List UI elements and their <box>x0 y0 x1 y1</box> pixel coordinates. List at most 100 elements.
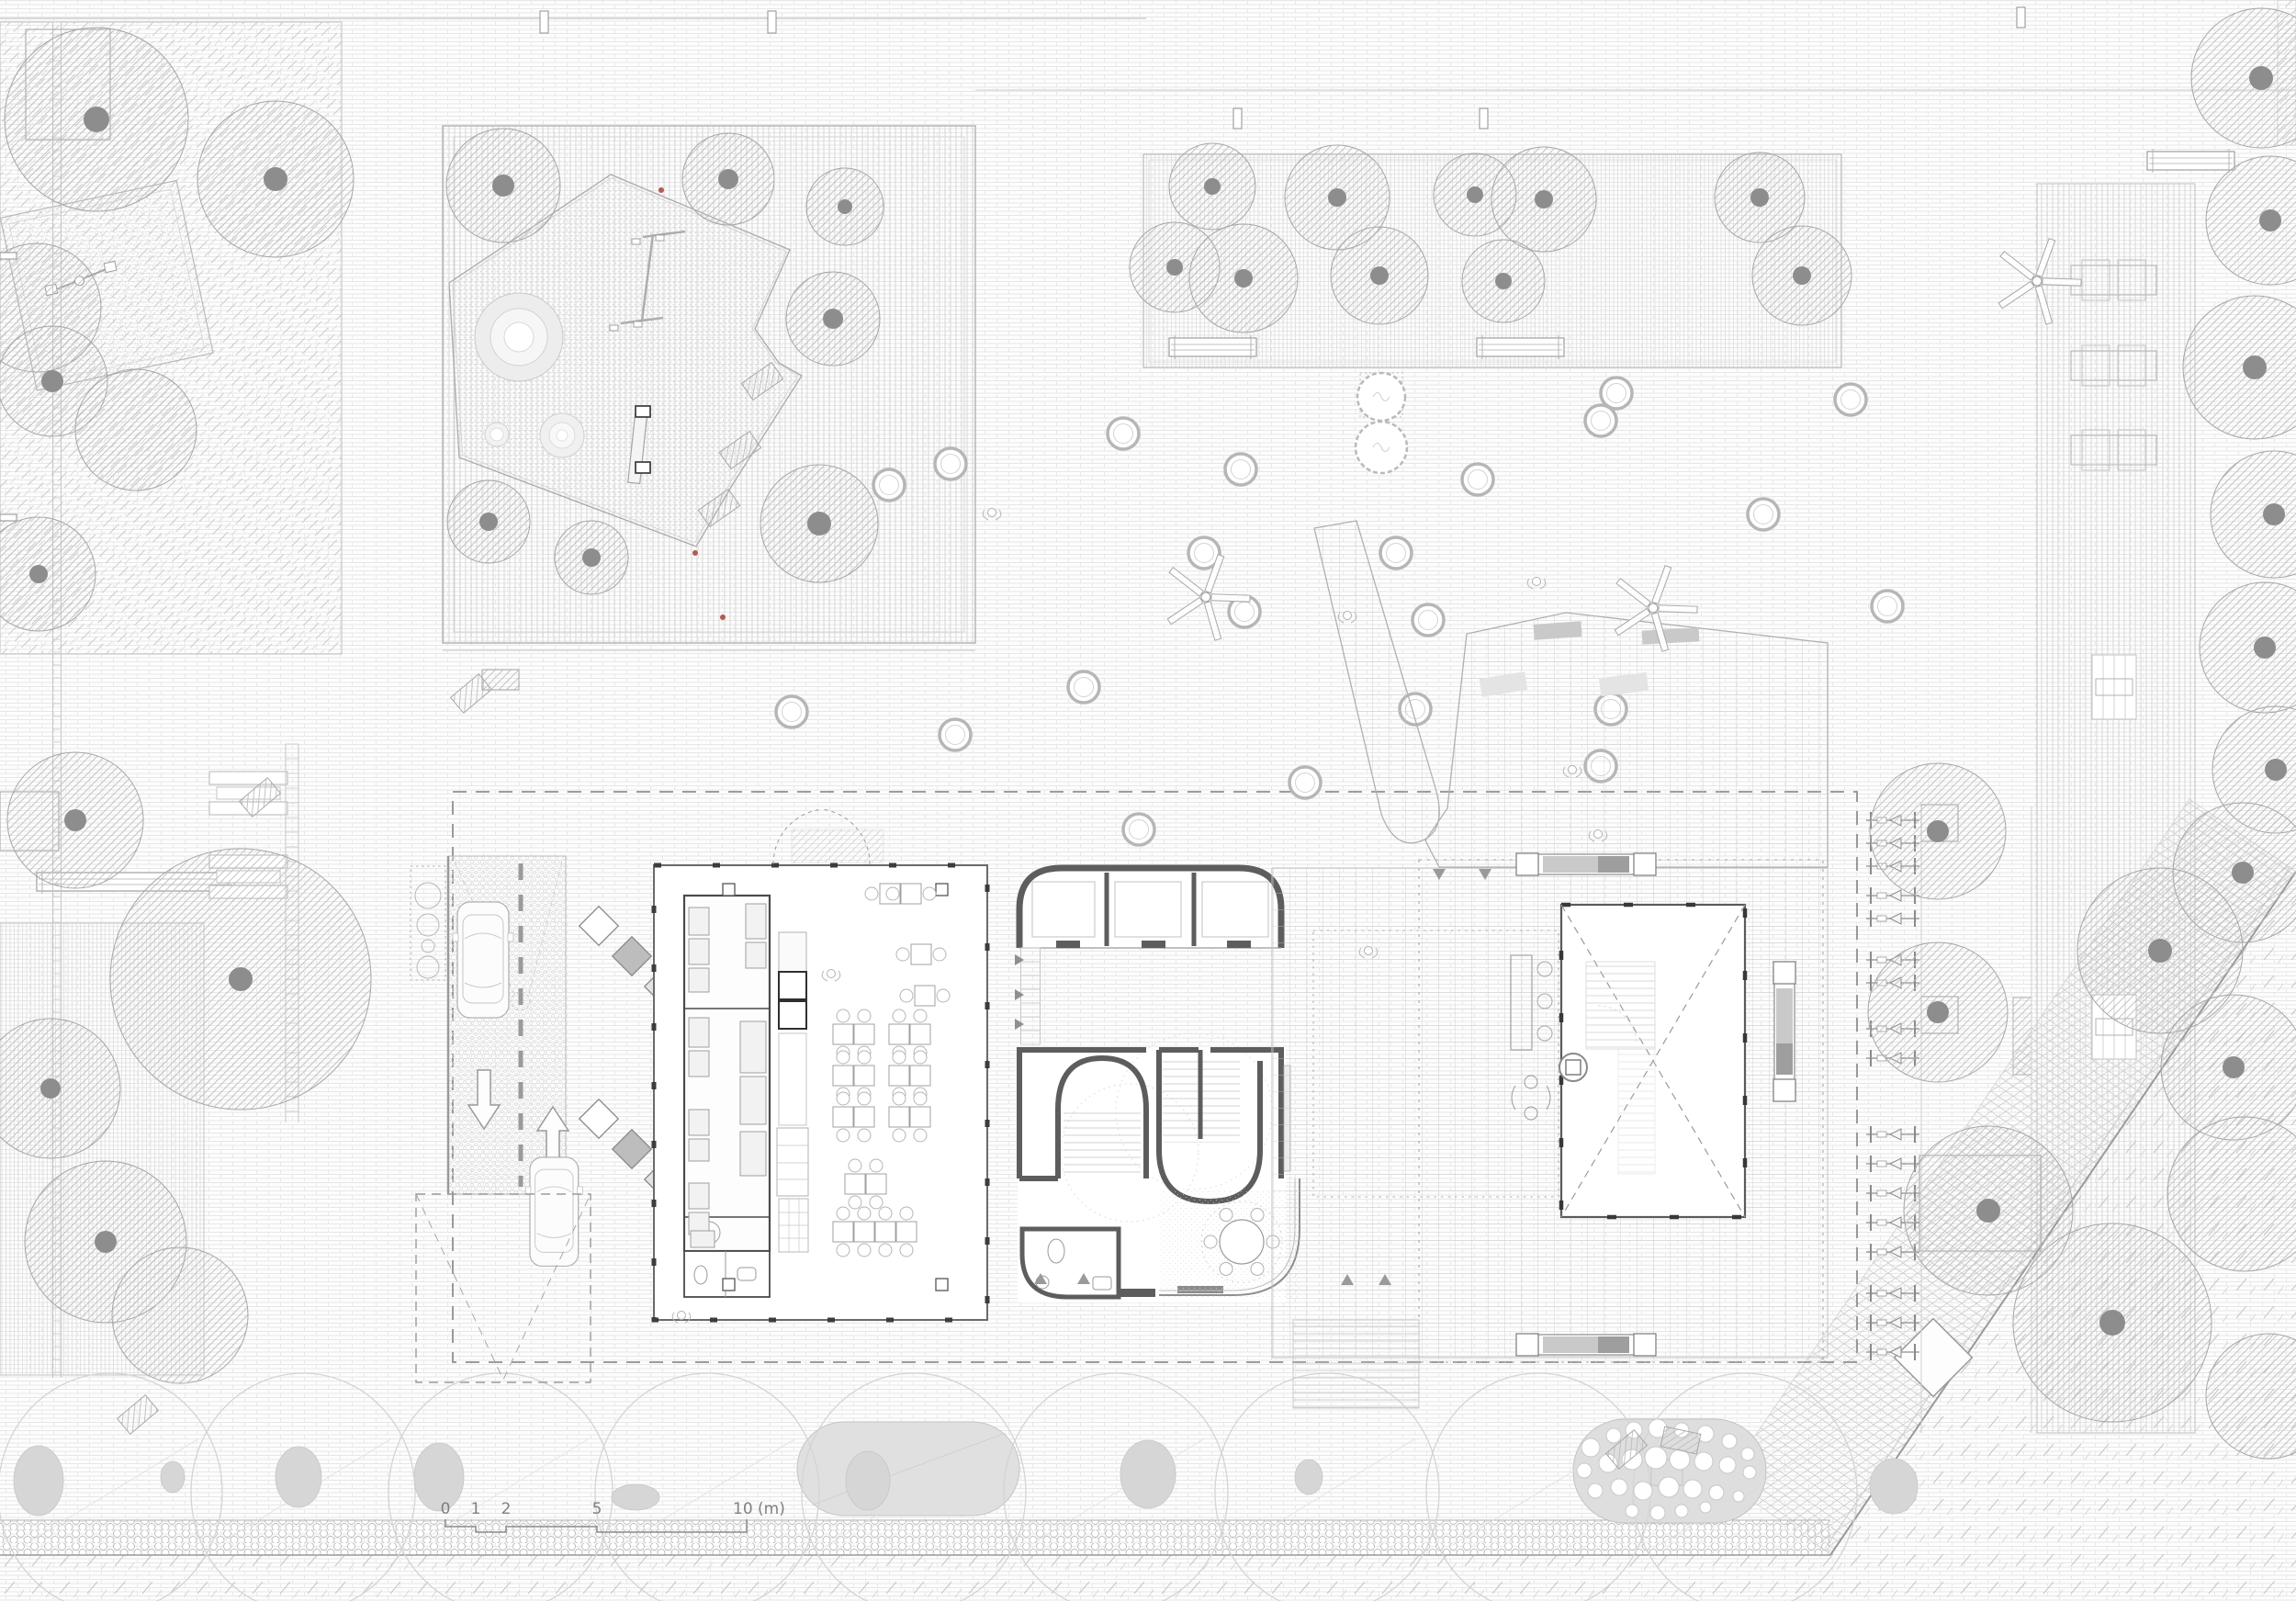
stair-mark <box>1034 1273 1047 1284</box>
tree-canopy <box>2210 450 2296 579</box>
stair-mark <box>1433 869 1446 880</box>
car <box>524 1156 583 1268</box>
chair <box>899 988 914 1003</box>
chair <box>836 1009 850 1023</box>
tree-pit-inner <box>782 702 802 722</box>
tree-trunk <box>264 167 287 191</box>
tree-trunk <box>718 169 738 189</box>
shrub-dot <box>1625 1504 1639 1518</box>
person-figure <box>1562 765 1582 778</box>
kitchen-unit <box>739 1020 767 1074</box>
kitchen-unit <box>745 941 767 969</box>
dining-table <box>910 943 932 965</box>
fountain-swirl <box>1372 392 1390 401</box>
site-details <box>0 6 2082 1324</box>
shrub-dot <box>1674 1504 1689 1518</box>
chair <box>1250 1208 1265 1223</box>
tree-canopy <box>2205 155 2296 286</box>
shrub <box>1294 1459 1323 1495</box>
dining-table <box>832 1106 854 1128</box>
bench <box>2012 997 2032 1076</box>
tree-pit-inner <box>1591 411 1611 431</box>
bench-long <box>1476 335 1565 359</box>
tree-pit <box>1106 416 1141 451</box>
canopy-outline <box>190 1372 416 1601</box>
kitchen-unit <box>688 1017 710 1048</box>
bicycle <box>1866 1285 1919 1302</box>
entry-mat <box>791 829 884 863</box>
dining-table <box>853 1065 875 1087</box>
play-box <box>635 461 651 474</box>
direction-mark <box>1015 989 1024 1000</box>
tree-pit-inner <box>1840 389 1861 410</box>
windmill-sculpture <box>1998 238 2082 325</box>
tree-trunk <box>95 1231 117 1253</box>
tree-pit-inner <box>940 454 961 474</box>
chair <box>913 1009 928 1023</box>
edge-stub <box>767 10 777 34</box>
tree-trunk <box>2249 66 2273 90</box>
dining-table <box>914 985 936 1007</box>
survey-dot <box>720 614 726 620</box>
tree-pit <box>1746 497 1781 532</box>
edge-stub <box>1479 107 1489 130</box>
shrub-dot <box>1587 1483 1604 1499</box>
tree-canopy <box>2182 295 2296 440</box>
chair <box>857 1243 872 1257</box>
tree-pit <box>1379 536 1413 570</box>
tree-pit-inner <box>1231 459 1251 479</box>
canopy-outline <box>1632 1372 1858 1601</box>
chair <box>848 1195 862 1210</box>
shrub-dot <box>1576 1462 1593 1479</box>
kitchen-unit <box>688 907 710 936</box>
chair <box>869 1158 884 1173</box>
kitchen-unit <box>688 1109 710 1136</box>
stair-mark <box>1479 869 1491 880</box>
shrub-dot <box>1658 1476 1680 1498</box>
tree-pit <box>1870 589 1905 624</box>
chair <box>922 886 937 901</box>
tree-pit-inner <box>1753 504 1773 524</box>
tree-pit <box>1223 452 1258 487</box>
tree-trunk <box>2243 355 2267 379</box>
chair <box>932 947 947 962</box>
stair-mark <box>1379 1274 1391 1285</box>
herb-planter <box>410 865 446 981</box>
wc-room <box>1019 1226 1121 1300</box>
scale-2: 2 <box>501 1500 512 1518</box>
storage-bay <box>1114 881 1182 938</box>
shrub-dot <box>1699 1501 1712 1514</box>
person-figure <box>821 969 841 982</box>
herb-circle <box>414 882 442 909</box>
shrub-dot <box>1721 1433 1738 1449</box>
gate-bar <box>1515 1333 1657 1357</box>
tree-trunk <box>2099 1310 2125 1336</box>
edge-stub <box>1232 107 1243 130</box>
gate-chevron <box>578 905 620 947</box>
windmill-sculpture <box>1614 565 1698 652</box>
kitchen-unit <box>739 1131 767 1177</box>
shrub <box>413 1442 465 1512</box>
shrub <box>1869 1458 1919 1515</box>
survey-dot <box>692 550 698 556</box>
chair <box>857 1091 872 1106</box>
dining-table <box>865 1173 887 1195</box>
chair <box>892 1128 906 1143</box>
chair <box>836 1128 850 1143</box>
shrub-dot <box>1644 1446 1668 1470</box>
shrub <box>13 1445 64 1516</box>
tree-pit-inner <box>1074 677 1094 697</box>
chair <box>1250 1261 1265 1276</box>
chair <box>899 1243 914 1257</box>
gate-chevron <box>611 935 653 977</box>
chair <box>913 1050 928 1065</box>
entry-door-swing <box>772 808 871 865</box>
tree-trunk <box>64 809 86 831</box>
car <box>452 901 514 1019</box>
scale-5: 5 <box>592 1500 602 1518</box>
chair <box>836 1206 850 1221</box>
chair <box>878 1206 893 1221</box>
kitchen-unit <box>688 1182 710 1210</box>
chair <box>1219 1208 1233 1223</box>
